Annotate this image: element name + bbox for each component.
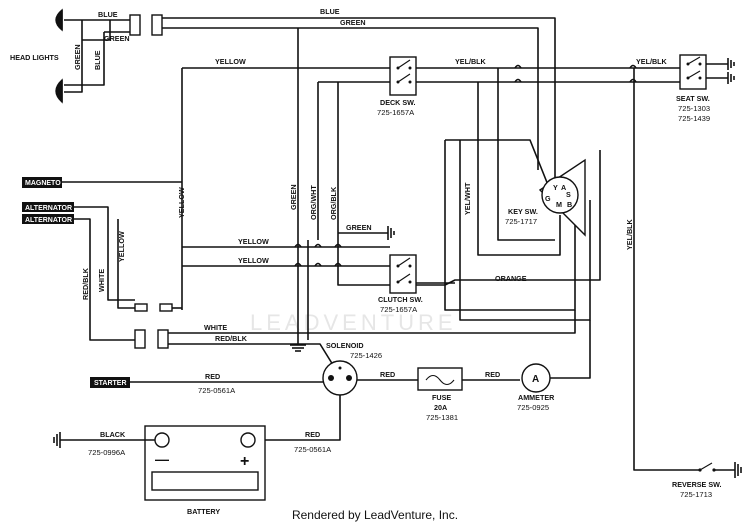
fuse-number: 725-1381 [426, 413, 458, 422]
key-terminal-m: M [556, 200, 562, 209]
alternator-block-2 [22, 214, 74, 224]
battery-positive-terminal [240, 432, 256, 448]
magneto-label: MAGNETO [25, 180, 61, 187]
magneto-block [22, 177, 62, 188]
battery-minus: — [155, 451, 169, 467]
orange-wire-label: ORANGE [495, 274, 527, 283]
red-blk-wire-label: RED/BLK [215, 334, 248, 343]
blue-wire-label: BLUE [98, 10, 118, 19]
clutch-sw-number: 725-1657A [380, 305, 418, 314]
connector [159, 303, 173, 312]
connector [134, 303, 148, 312]
org-wht-wire-label: ORG/WHT [309, 185, 318, 220]
yel-blk-vert-wire-label: YEL/BLK [625, 218, 634, 250]
alt-white-wire-label: WHITE [97, 269, 106, 292]
deck-switch [389, 56, 417, 96]
red-sol-fuse-wire-label: RED [380, 370, 395, 379]
yel-wht-wire-label: YEL/WHT [463, 182, 472, 215]
starter-label: STARTER [94, 380, 127, 387]
footer-credit: Rendered by LeadVenture, Inc. [291, 508, 459, 522]
green-top-wire-label: GREEN [340, 18, 366, 27]
alt-red-blk-wire-label: RED/BLK [81, 267, 90, 300]
key-terminal-s: S [566, 190, 571, 199]
seat-sw-label: SEAT SW. [676, 94, 710, 103]
yellow-top-wire-label: YELLOW [215, 57, 246, 66]
deck-sw-label: DECK SW. [380, 98, 416, 107]
seat-sw-number-1: 725-1303 [678, 104, 710, 113]
battery-plus: + [240, 453, 249, 470]
alternator-label-1: ALTERNATOR [25, 205, 72, 212]
ammeter-symbol: A [532, 374, 539, 385]
key-terminal-a: A [561, 183, 566, 192]
alternator-label-2: ALTERNATOR [25, 217, 72, 224]
yel-blk-top-wire-label: YEL/BLK [455, 57, 487, 66]
clutch-switch [389, 254, 417, 294]
wire-crossovers [514, 64, 637, 83]
reverse-sw-number: 725-1713 [680, 490, 712, 499]
connector [129, 14, 141, 36]
blue-vert-wire-label: BLUE [93, 50, 102, 70]
yel-blk-right-wire-label: YEL/BLK [636, 57, 668, 66]
fuse-rating: 20A [434, 403, 447, 412]
head-lights-label: HEAD LIGHTS [10, 53, 59, 62]
connector [157, 329, 169, 349]
fuse-label: FUSE [432, 393, 451, 402]
battery-black-wire-number: 725-0996A [88, 448, 126, 457]
headlight-lower-icon [55, 78, 63, 104]
ground-icon [727, 58, 735, 84]
red-battery-wire-label: RED [305, 430, 320, 439]
reverse-sw-label: REVERSE SW. [672, 480, 722, 489]
battery-label: BATTERY [187, 507, 220, 516]
battery-red-wire-number: 725-0561A [294, 445, 332, 454]
clutch-sw-label: CLUTCH SW. [378, 295, 423, 304]
seat-sw-number-2: 725-1439 [678, 114, 710, 123]
reverse-switch [698, 462, 742, 478]
key-terminal-y: Y [553, 183, 558, 192]
seat-switch [679, 54, 707, 90]
starter-wire-number: 725-0561A [198, 386, 236, 395]
key-sw-label: KEY SW. [508, 207, 538, 216]
solenoid-number: 725-1426 [350, 351, 382, 360]
deck-sw-number: 725-1657A [377, 108, 415, 117]
connector [134, 329, 146, 349]
alt-yellow-wire-label: YELLOW [117, 231, 126, 262]
white-wire-label: WHITE [204, 323, 227, 332]
ground-icon [387, 226, 395, 240]
key-sw-number: 725-1717 [505, 217, 537, 226]
green-ground-vert-label: GREEN [289, 184, 298, 210]
yellow-vert-wire-label: YELLOW [177, 187, 186, 218]
connector [151, 14, 163, 36]
key-terminal-g: G [545, 194, 551, 203]
yellow-mid-wire-label-1: YELLOW [238, 237, 269, 246]
solenoid-label: SOLENOID [326, 341, 364, 350]
yellow-mid-wire-label-2: YELLOW [238, 256, 269, 265]
key-terminal-b: B [567, 200, 572, 209]
org-blk-wire-label: ORG/BLK [329, 186, 338, 220]
wire-crossovers [294, 243, 342, 267]
fuse [417, 367, 463, 391]
ground-icon [290, 344, 306, 352]
green-wire-label: GREEN [104, 34, 130, 43]
green-vert-wire-label: GREEN [73, 44, 82, 70]
blue-top-wire-label: BLUE [320, 7, 340, 16]
headlight-upper-icon [55, 8, 63, 32]
ammeter-number: 725-0925 [517, 403, 549, 412]
black-wire-label: BLACK [100, 430, 126, 439]
green-center-wire-label: GREEN [346, 223, 372, 232]
alternator-block-1 [22, 202, 74, 212]
red-fuse-amm-wire-label: RED [485, 370, 500, 379]
battery-cell [151, 471, 259, 491]
red-starter-wire-label: RED [205, 372, 220, 381]
watermark: LEADVENTURE [250, 310, 457, 335]
ground-icon [53, 432, 61, 448]
starter-block [90, 377, 130, 388]
key-switch: Y A S G M B [538, 158, 586, 237]
battery-negative-terminal [154, 432, 170, 448]
ammeter-label: AMMETER [518, 393, 555, 402]
